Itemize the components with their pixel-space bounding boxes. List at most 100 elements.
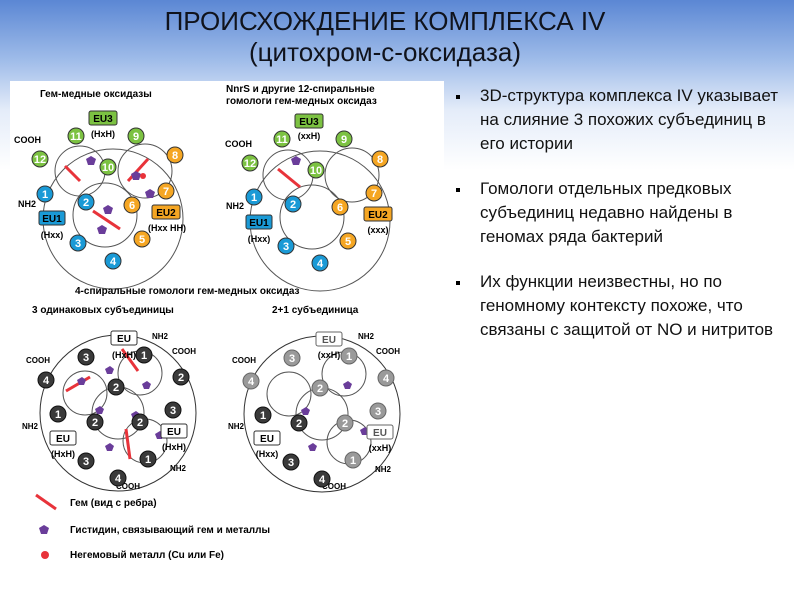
bullet-marker [456, 281, 460, 285]
histidine-marker [95, 406, 104, 414]
bullet-text: 3D-структура комплекса IV указывает на с… [480, 86, 778, 153]
panel-b-eu1-label: EU1 [249, 218, 269, 229]
panel-b-cooh: COOH [225, 139, 252, 149]
slide-title-line-1: ПРОИСХОЖДЕНИЕ КОМПЛЕКСА IV [0, 6, 770, 37]
panel-a-eu1-label: EU1 [42, 214, 62, 225]
svg-text:4: 4 [383, 373, 390, 385]
svg-text:7: 7 [371, 188, 377, 200]
helix-9: 9 [336, 131, 352, 147]
helix-4: 4 [312, 255, 328, 271]
svg-text:4: 4 [115, 473, 122, 485]
helix-2: 2 [87, 414, 103, 430]
helix-3: 3 [283, 454, 299, 470]
panel-three-identical-subunits: 3 одинаковых субъединицы EU (HxH) EU (Hx… [22, 304, 196, 491]
legend-heme-symbol [36, 495, 56, 509]
legend-metal-label: Негемовый металл (Cu или Fe) [70, 550, 224, 561]
svg-text:1: 1 [251, 192, 257, 204]
histidine-marker [105, 443, 114, 451]
panel-d-nh2-bottom: NH2 [375, 465, 392, 474]
helix-3: 3 [78, 349, 94, 365]
svg-text:12: 12 [34, 154, 46, 166]
legend-heme-label: Гем (вид с ребра) [70, 497, 157, 509]
histidine-marker [343, 381, 352, 389]
helix-4: 4 [38, 372, 54, 388]
helix-2: 2 [108, 379, 124, 395]
panel-c-eu-label-right: EU [167, 427, 181, 438]
svg-text:1: 1 [260, 410, 266, 422]
histidine-marker [301, 407, 310, 415]
helix-10: 10 [100, 159, 116, 175]
panel-c-eu-motif-left: (HxH) [51, 449, 75, 459]
svg-text:11: 11 [70, 131, 82, 143]
panel-a-eu2-motif: (Hxx HH) [148, 223, 186, 233]
histidine-marker [103, 205, 113, 214]
helix-9: 9 [128, 128, 144, 144]
helix-6: 6 [124, 197, 140, 213]
slide-title: ПРОИСХОЖДЕНИЕ КОМПЛЕКСА IV (цитохром-с-о… [0, 6, 770, 68]
bullet-text: Гомологи отдельных предковых субъединиц … [480, 179, 732, 246]
svg-text:1: 1 [145, 454, 151, 466]
panel-d-eu-motif-top: (xxH) [318, 350, 341, 360]
helix-1: 1 [37, 186, 53, 202]
svg-text:2: 2 [342, 418, 348, 430]
panel-a-eu3-motif: (HxH) [91, 129, 115, 139]
svg-text:10: 10 [102, 162, 114, 174]
histidine-marker [97, 225, 107, 234]
helix-3: 3 [70, 235, 86, 251]
panel-c-cooh-left: COOH [26, 356, 50, 365]
bullet-list: 3D-структура комплекса IV указывает на с… [456, 84, 786, 363]
bullet-marker [456, 188, 460, 192]
helix-2: 2 [312, 380, 328, 396]
svg-text:5: 5 [139, 234, 145, 246]
legend-metal-symbol [41, 551, 49, 559]
helix-3: 3 [370, 403, 386, 419]
helix-5: 5 [340, 233, 356, 249]
svg-text:4: 4 [319, 474, 326, 486]
legend-histidine-label: Гистидин, связывающий гем и металлы [70, 525, 270, 536]
helix-11: 11 [68, 128, 84, 144]
svg-text:4: 4 [110, 256, 117, 268]
panel-d-eu-label-top: EU [322, 335, 336, 346]
bullet-marker [456, 95, 460, 99]
panel-c-eu-label-top: EU [117, 334, 131, 345]
bullet-item: 3D-структура комплекса IV указывает на с… [456, 84, 786, 156]
helix-11: 11 [274, 131, 290, 147]
panel-c-title: 3 одинаковых субъединицы [32, 304, 174, 316]
panel-a-cooh: COOH [14, 135, 41, 145]
svg-text:1: 1 [42, 189, 48, 201]
panel-d-nh2-left: NH2 [228, 422, 245, 431]
panel-heme-copper-oxidases: Гем-медные оксидазы COOH NH2 EU3 (HxH) E… [14, 89, 186, 289]
svg-text:10: 10 [310, 165, 322, 177]
svg-text:9: 9 [341, 134, 347, 146]
svg-text:4: 4 [43, 375, 50, 387]
helix-8: 8 [372, 151, 388, 167]
panel-a-eu2-label: EU2 [156, 208, 176, 219]
panel-c-nh2-bottom: NH2 [170, 464, 187, 473]
svg-text:3: 3 [288, 457, 294, 469]
panel-c-cooh-top: COOH [172, 347, 196, 356]
panel-b-eu2-motif: (xxx) [367, 225, 388, 235]
helix-2: 2 [285, 196, 301, 212]
helix-1: 1 [136, 347, 152, 363]
svg-text:2: 2 [296, 418, 302, 430]
svg-text:3: 3 [289, 353, 295, 365]
helix-12: 12 [32, 151, 48, 167]
panel-d-eu-label-right: EU [373, 428, 387, 439]
panel-a-nh2: NH2 [18, 199, 36, 209]
histidine-marker [86, 156, 96, 165]
panel-d-title: 2+1 субъединица [272, 304, 359, 316]
figure-legend: Гем (вид с ребра) Гистидин, связывающий … [36, 495, 270, 561]
section-title-4-helix: 4-спиральные гомологи гем-медных оксидаз [75, 286, 300, 297]
panel-c-eu-motif-right: (HxH) [162, 442, 186, 452]
panel-d-nh2-top: NH2 [358, 332, 375, 341]
svg-text:8: 8 [377, 154, 383, 166]
bullet-text: Их функции неизвестны, но по геномному к… [480, 272, 773, 339]
panel-two-plus-one-subunits: 2+1 субъединица EU (xxH) EU (Hxx) EU (xx… [228, 304, 400, 492]
helix-1: 1 [255, 407, 271, 423]
panel-a-eu3-label: EU3 [93, 114, 113, 125]
histidine-marker [105, 366, 114, 374]
panel-d-cooh-top: COOH [376, 347, 400, 356]
panel-b-eu3-motif: (xxH) [298, 131, 321, 141]
svg-text:12: 12 [244, 158, 256, 170]
helix-4: 4 [110, 470, 126, 486]
